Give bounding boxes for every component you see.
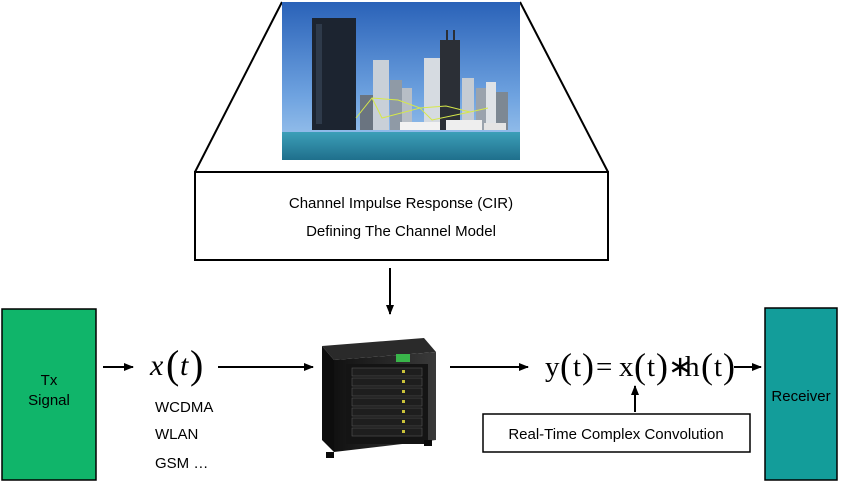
tx-box-line1: Tx (41, 372, 58, 389)
eq-y-arg: t (573, 351, 581, 383)
eq-paren: ) (582, 346, 594, 386)
city-skyline-image (282, 2, 520, 160)
channel-emulator-icon (322, 338, 436, 458)
receiver-label: Receiver (771, 388, 830, 405)
standard-wcdma: WCDMA (155, 399, 214, 416)
cir-box-line2: Defining The Channel Model (306, 223, 496, 240)
cir-box-line1: Channel Impulse Response (CIR) (289, 195, 513, 212)
eq-paren: ( (560, 346, 572, 386)
convolution-box (482, 413, 751, 453)
eq-convolve: ∗ (668, 351, 692, 383)
eq-h-symbol: h (685, 351, 700, 383)
eq-x-symbol: x (619, 351, 634, 383)
receiver-box (764, 307, 838, 481)
eq-paren: ) (723, 346, 735, 386)
standard-gsm: GSM … (155, 455, 209, 472)
eq-paren: ( (634, 346, 646, 386)
input-open-paren: ( (166, 342, 179, 387)
eq-paren: ) (656, 346, 668, 386)
eq-y-symbol: y (545, 351, 560, 383)
input-signal-label: x ( t ) (149, 342, 203, 387)
input-signal-arg: t (180, 349, 189, 382)
cir-box (194, 171, 609, 261)
convolution-label: Real-Time Complex Convolution (508, 426, 723, 443)
tx-signal-box (1, 308, 97, 481)
callout-trapezoid (194, 1, 609, 173)
input-close-paren: ) (190, 342, 203, 387)
output-equation: y ( t ) = x ( t ) ∗ h ( t ) (545, 346, 735, 386)
eq-paren: ( (701, 346, 713, 386)
standard-wlan: WLAN (155, 426, 199, 443)
eq-h-arg: t (714, 351, 722, 383)
eq-equals: = (596, 351, 612, 383)
eq-x-arg: t (647, 351, 655, 383)
input-signal-symbol: x (149, 349, 164, 382)
tx-box-line2: Signal (28, 392, 70, 409)
